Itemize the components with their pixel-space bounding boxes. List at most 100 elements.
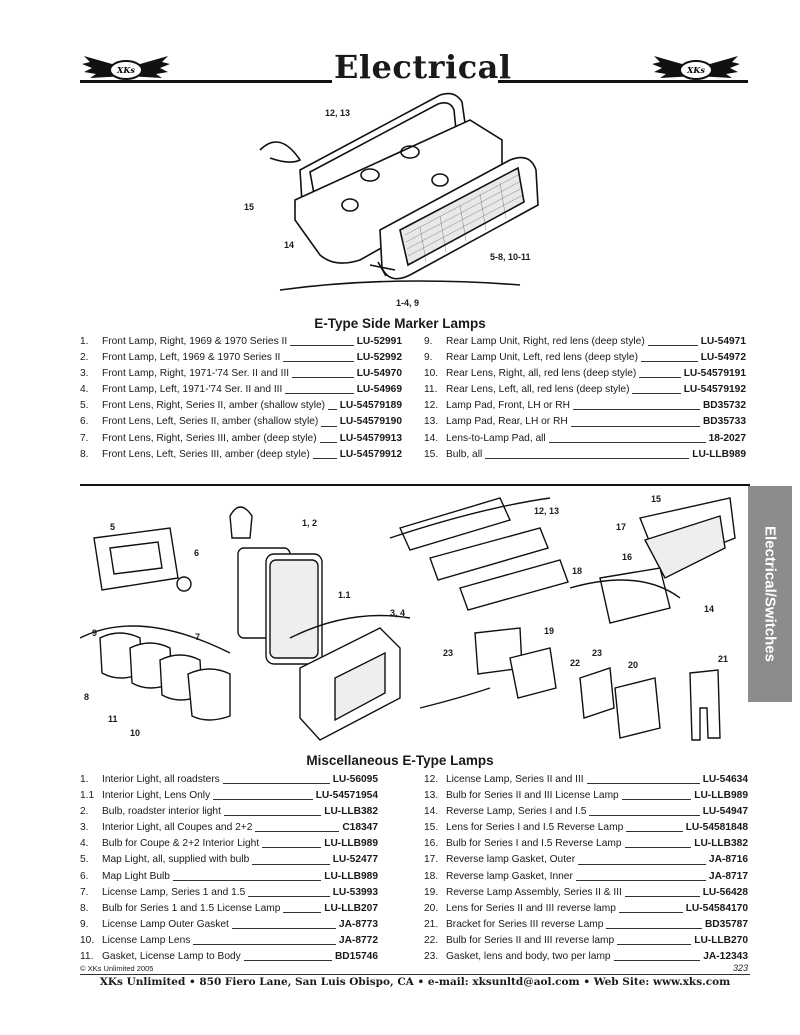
part-number-index: 4.	[80, 838, 89, 850]
part-number-index: 3.	[80, 368, 89, 380]
part-description: Front Lens, Left, Series III, amber (dee…	[102, 448, 310, 460]
part-description: Bracket for Series III reverse Lamp	[446, 918, 604, 930]
part-description: Rear Lens, Left, all, red lens (deep sty…	[446, 384, 630, 396]
callout-1-4-9: 1-4, 9	[396, 298, 420, 308]
leader-line	[172, 869, 322, 881]
part-description: Bulb for Series I and I.5 Reverse Lamp	[446, 838, 622, 850]
callout-15: 15	[244, 202, 255, 212]
misc-lamps-diagram	[80, 497, 736, 741]
leader-line	[624, 885, 700, 897]
part-number: 18-2027	[708, 432, 746, 444]
part-description: Reverse lamp Gasket, Outer	[446, 854, 576, 866]
part-number: LU-54579190	[339, 416, 402, 428]
part-row: 2. Front Lamp, Left, 1969 & 1970 Series I…	[80, 350, 402, 366]
leader-line	[573, 398, 700, 411]
callout-1-1: 1.1	[338, 590, 351, 600]
part-description: Front Lens, Right, Series III, amber (de…	[102, 432, 317, 444]
leader-line	[255, 820, 340, 833]
leader-line	[621, 788, 692, 801]
leader-line	[639, 366, 681, 379]
part-row: 8.Bulb for Series 1 and 1.5 License Lamp…	[80, 901, 378, 917]
part-number-index: 3.	[80, 822, 89, 834]
part-number-index: 9.	[424, 336, 433, 347]
footer-rule	[80, 974, 750, 975]
part-row: 8.Front Lens, Left, Series III, amber (d…	[80, 447, 402, 463]
part-number: JA-8717	[708, 870, 748, 882]
part-description: Front Lens, Right, Series II, amber (sha…	[102, 400, 326, 412]
part-row: 16. Bulb for Series I and I.5 Reverse Lam…	[424, 836, 748, 852]
part-number-index: 7.	[80, 886, 89, 898]
part-number-index: 23.	[424, 951, 439, 963]
callout-23-b: 23	[592, 648, 603, 658]
leader-line	[223, 804, 322, 817]
section-tab[interactable]: Electrical/Switches	[748, 486, 792, 702]
part-description: Reverse Lamp Assembly, Series II & III	[446, 886, 622, 898]
part-number: LU-54579192	[683, 384, 746, 396]
part-number: LU-54581848	[685, 822, 748, 834]
part-description: Rear Lens, Right, all, red lens (deep st…	[446, 368, 637, 380]
leader-line	[243, 949, 332, 962]
part-number: LU-56428	[702, 886, 748, 898]
part-description: Rear Lamp Unit, Left, red lens (deep sty…	[446, 352, 638, 364]
leader-line	[321, 414, 337, 427]
part-description: License Lamp Outer Gasket	[102, 918, 229, 930]
part-number-index: 16.	[424, 838, 439, 850]
footer-address: XKs Unlimited • 850 Fiero Lane, San Luis…	[99, 976, 731, 988]
part-number-index: 18.	[424, 870, 439, 882]
part-number: LU-54971	[700, 336, 746, 347]
part-number-index: 6.	[80, 416, 89, 428]
callout-16: 16	[622, 552, 633, 562]
part-number-index: 9.	[80, 918, 89, 930]
part-number-index: 2.	[80, 806, 89, 818]
part-description: Lens-to-Lamp Pad, all	[446, 432, 546, 444]
part-number-index: 1.1	[80, 790, 95, 802]
part-number: LU-LLB989	[692, 448, 746, 460]
part-description: Reverse Lamp, Series I and I.5	[446, 806, 587, 818]
part-number: LU-54579191	[683, 368, 746, 380]
leader-line	[632, 382, 681, 395]
xks-wings-logo-left: XKs	[82, 56, 170, 80]
part-number-index: 2.	[80, 352, 89, 364]
part-number-index: 1.	[80, 774, 89, 785]
callout-11: 11	[108, 714, 118, 724]
part-number: JA-8773	[338, 918, 378, 930]
part-description: Front Lens, Left, Series II, amber (shal…	[102, 416, 319, 428]
leader-line	[589, 804, 700, 817]
part-number-index: 20.	[424, 902, 439, 914]
part-number: LU-52991	[356, 336, 402, 347]
part-number: LU-54571954	[315, 790, 378, 802]
page-number: 323	[732, 963, 748, 973]
callout-1-2: 1, 2	[302, 518, 318, 528]
part-number-index: 6.	[80, 870, 89, 882]
callout-5: 5	[110, 522, 116, 532]
part-number-index: 9.	[424, 352, 433, 364]
part-number: LU-54579912	[339, 448, 402, 460]
part-number-index: 11.	[424, 384, 438, 396]
part-row: 3.Front Lamp, Right, 1971-'74 Ser. II an…	[80, 366, 402, 382]
callout-22: 22	[570, 658, 581, 668]
part-description: Front Lamp, Left, 1969 & 1970 Series II	[102, 352, 281, 364]
callout-19: 19	[544, 626, 555, 636]
callout-14-misc: 14	[704, 604, 715, 614]
part-number-index: 5.	[80, 854, 89, 866]
part-number: JA-8716	[708, 854, 748, 866]
callout-17: 17	[616, 522, 627, 532]
leader-line	[283, 901, 322, 913]
part-description: License Lamp, Series II and III	[446, 774, 584, 785]
leader-line	[328, 398, 337, 411]
part-number-index: 12.	[424, 400, 439, 412]
leader-line	[606, 917, 702, 929]
part-number: LU-LLB989	[324, 838, 378, 850]
part-description: License Lamp Lens	[102, 934, 191, 946]
leader-line	[285, 382, 354, 395]
part-number: BD35732	[702, 400, 746, 412]
part-row: 15.Lens for Series I and I.5 Reverse Lam…	[424, 820, 748, 836]
